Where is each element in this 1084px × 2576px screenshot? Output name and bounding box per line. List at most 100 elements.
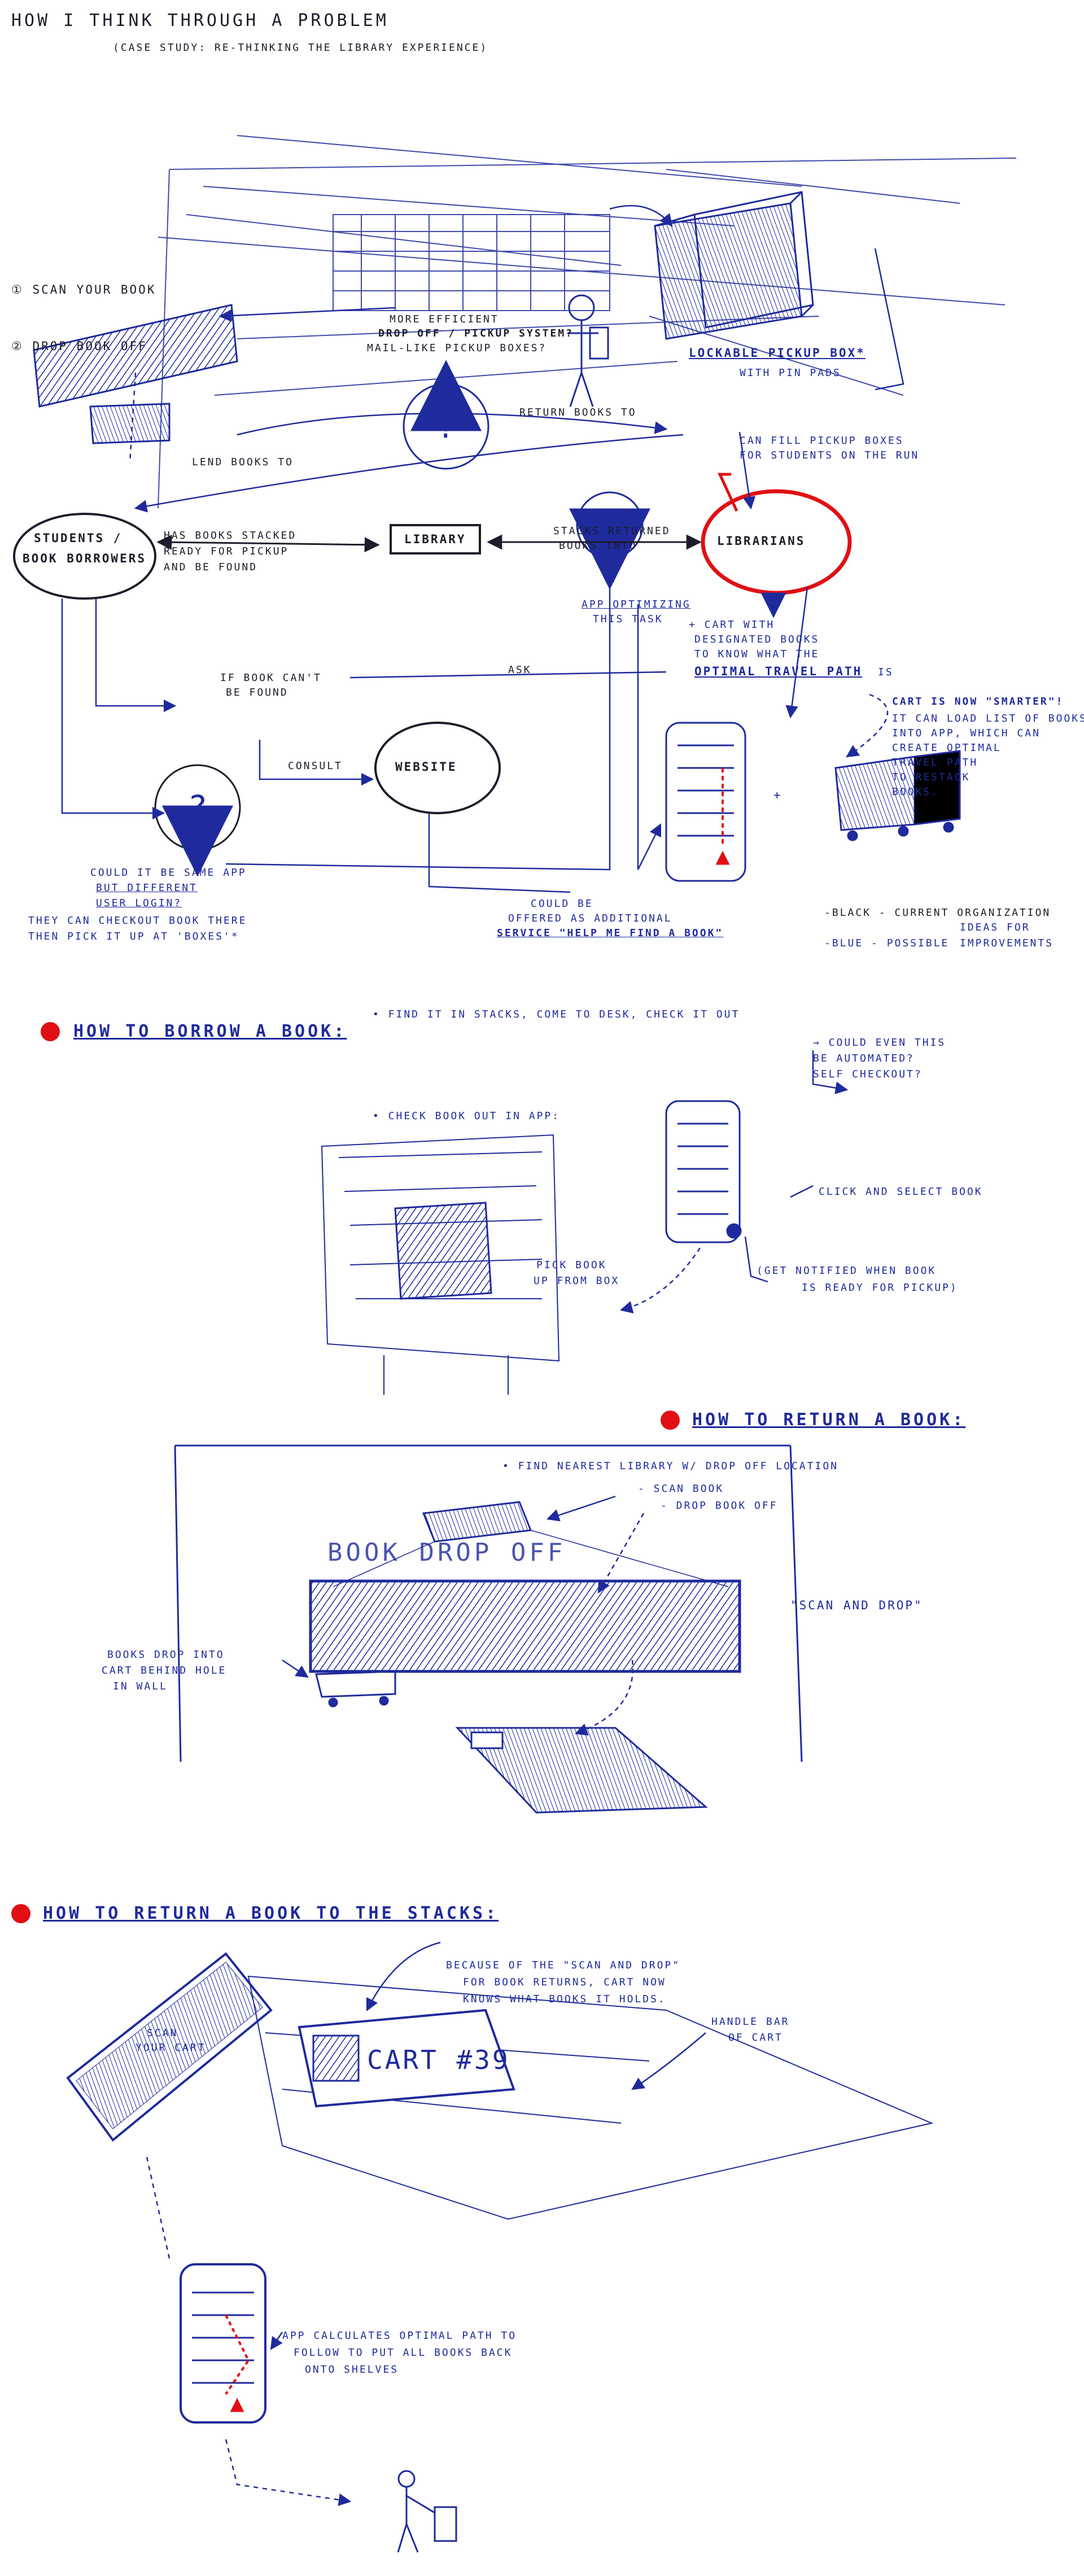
pickup-box-sketch	[654, 191, 814, 340]
drop-book-step: ② Drop book off	[11, 339, 147, 353]
pin-pads-label: with pin pads	[740, 367, 841, 379]
check-out-in-app-option: • Check book out in app:	[373, 1110, 561, 1122]
mail-like-boxes-label: Mail-like pickup boxes?	[367, 342, 547, 354]
drop-off-system-label: Drop off / pickup system?	[378, 328, 574, 339]
pick-book-label: Pick book	[536, 1259, 607, 1271]
scan-and-drop-label: "Scan and drop"	[790, 1599, 923, 1612]
click-select-label: Click and select book	[819, 1186, 983, 1198]
checkout-there-label: They can checkout book there	[28, 915, 247, 927]
of-cart-label: of cart	[728, 2032, 783, 2044]
phone-sketch-3	[180, 2263, 266, 2424]
connectors-section-4	[146, 1941, 706, 2507]
could-be-label: Could be	[531, 898, 593, 910]
website-node-outline	[374, 722, 501, 814]
find-in-stacks-option: • Find it in stacks, come to desk, check…	[373, 1008, 740, 1020]
drop-off-wall-sketch	[33, 304, 238, 444]
cart-note-1: It can load list of books	[892, 713, 1084, 724]
your-cart-label: your cart	[136, 2042, 206, 2054]
legend-blue: -Blue - possible	[824, 937, 950, 949]
cart-note-6: books.	[892, 786, 939, 798]
optimal-travel-path-label: optimal travel path	[694, 665, 863, 678]
drop-cart-sketch	[315, 1670, 396, 1708]
fill-boxes-label: Can fill pickup boxes	[740, 435, 904, 447]
connectors-black	[156, 534, 702, 553]
phone-sketch-1	[665, 722, 746, 882]
ready-for-pickup-label: ready for pickup	[164, 545, 289, 557]
library-node: Library	[390, 524, 481, 555]
lend-books-to-label: Lend books to	[192, 456, 294, 468]
but-different-label: but different	[96, 882, 198, 894]
cart-39-sketch	[247, 1975, 934, 2220]
self-checkout-label: Self checkout?	[813, 1068, 923, 1080]
up-from-box-label: up from box	[534, 1275, 620, 1287]
help-find-book-label: service "Help me find a book"	[497, 927, 724, 939]
red-bullet-return	[661, 1411, 680, 1430]
handle-bar-label: Handle bar	[711, 2016, 790, 2028]
librarians-node: Librarians	[717, 534, 806, 548]
is-label: is	[878, 666, 894, 678]
app-calculates-label: App calculates optimal path to	[282, 2330, 517, 2342]
app-optimizing-label: App optimizing	[582, 599, 691, 610]
get-notified-label: (Get notified when book	[757, 1265, 937, 1277]
designated-books-label: designated books	[694, 634, 820, 645]
this-task-label: this task	[593, 613, 663, 625]
red-bullet-borrow	[41, 1022, 60, 1041]
cart-note-5: to restack	[892, 771, 971, 783]
cart-note-2: into app, which can	[892, 727, 1041, 739]
user-login-label: user login?	[96, 897, 182, 909]
borrow-locker-sketch	[321, 1134, 560, 1395]
return-to-stacks-heading: How to return a book to the stacks:	[43, 1903, 499, 1923]
worker-figure-sketch	[397, 2470, 457, 2553]
cart-39-label: Cart #39	[367, 2045, 510, 2075]
drop-book-off-label: - Drop book off	[661, 1500, 778, 1512]
plus-sign: +	[773, 788, 783, 802]
return-books-to-label: Return books to	[519, 407, 637, 418]
borrow-heading: How to borrow a book:	[73, 1021, 347, 1041]
cart-sketch-1	[834, 750, 961, 841]
cart-note-4: travel path	[892, 757, 978, 769]
be-automated-label: be automated?	[813, 1053, 915, 1064]
legend-black: -Black - current organization	[824, 907, 1051, 919]
svg-text:?: ?	[188, 788, 208, 827]
page-title: How I think through a problem	[11, 11, 389, 30]
ready-for-pickup-2-label: is ready for pickup)	[802, 1282, 958, 1294]
website-node: Website	[395, 760, 457, 774]
could-even-label: → Could even this	[813, 1037, 946, 1049]
in-wall-label: in wall	[113, 1680, 168, 1692]
more-efficient-label: More efficient	[390, 313, 499, 325]
books-stacked-label: Has books stacked	[164, 530, 297, 542]
return-heading: How to return a book:	[692, 1410, 966, 1430]
question-circle-left: ?	[154, 764, 241, 877]
phone-sketch-2	[665, 1100, 742, 1243]
scan-book-label: - Scan book	[638, 1483, 724, 1495]
cart-smarter-label: Cart is now "smarter"!	[892, 696, 1064, 708]
be-found-label: and be found	[164, 561, 258, 573]
book-cant-be-found-label: If book can't	[220, 672, 322, 684]
students-on-run-label: for students on the run	[740, 449, 920, 461]
red-bullet-stacks	[11, 1904, 30, 1923]
legend-ideas: Ideas for	[960, 922, 1030, 933]
cart-note-3: create optimal	[892, 742, 1002, 754]
know-what-label: to know what the	[694, 648, 820, 660]
book-drop-wall-sketch	[174, 1444, 803, 1762]
for-book-returns-label: for book returns, cart now	[463, 1976, 666, 1988]
cart-behind-label: cart behind hole	[102, 1665, 227, 1676]
same-app-label: Could it be same app	[90, 867, 247, 879]
book-drop-off-sign: Book drop off	[327, 1538, 566, 1567]
be-found-2-label: be found	[226, 687, 289, 698]
find-nearest-label: • Find nearest library w/ drop off locat…	[502, 1460, 838, 1472]
student-figure-sketch	[567, 294, 609, 407]
legend-improvements: improvements	[960, 937, 1054, 949]
pick-up-boxes-label: then pick it up at 'boxes'*	[28, 931, 239, 942]
students-node: Students /	[34, 531, 123, 545]
lockable-pickup-box-label: Lockable pickup box*	[689, 346, 866, 360]
connectors-section-3	[282, 1495, 645, 1736]
red-arrow	[718, 473, 738, 512]
connectors-section-2	[619, 1050, 849, 1313]
follow-to-label: follow to put all books back	[294, 2347, 513, 2359]
books-into-label: books into	[559, 540, 637, 552]
book-borrowers-node: Book borrowers	[23, 552, 147, 565]
scan-phone-sketch	[66, 1952, 273, 2142]
onto-shelves-label: onto shelves	[305, 2364, 399, 2376]
